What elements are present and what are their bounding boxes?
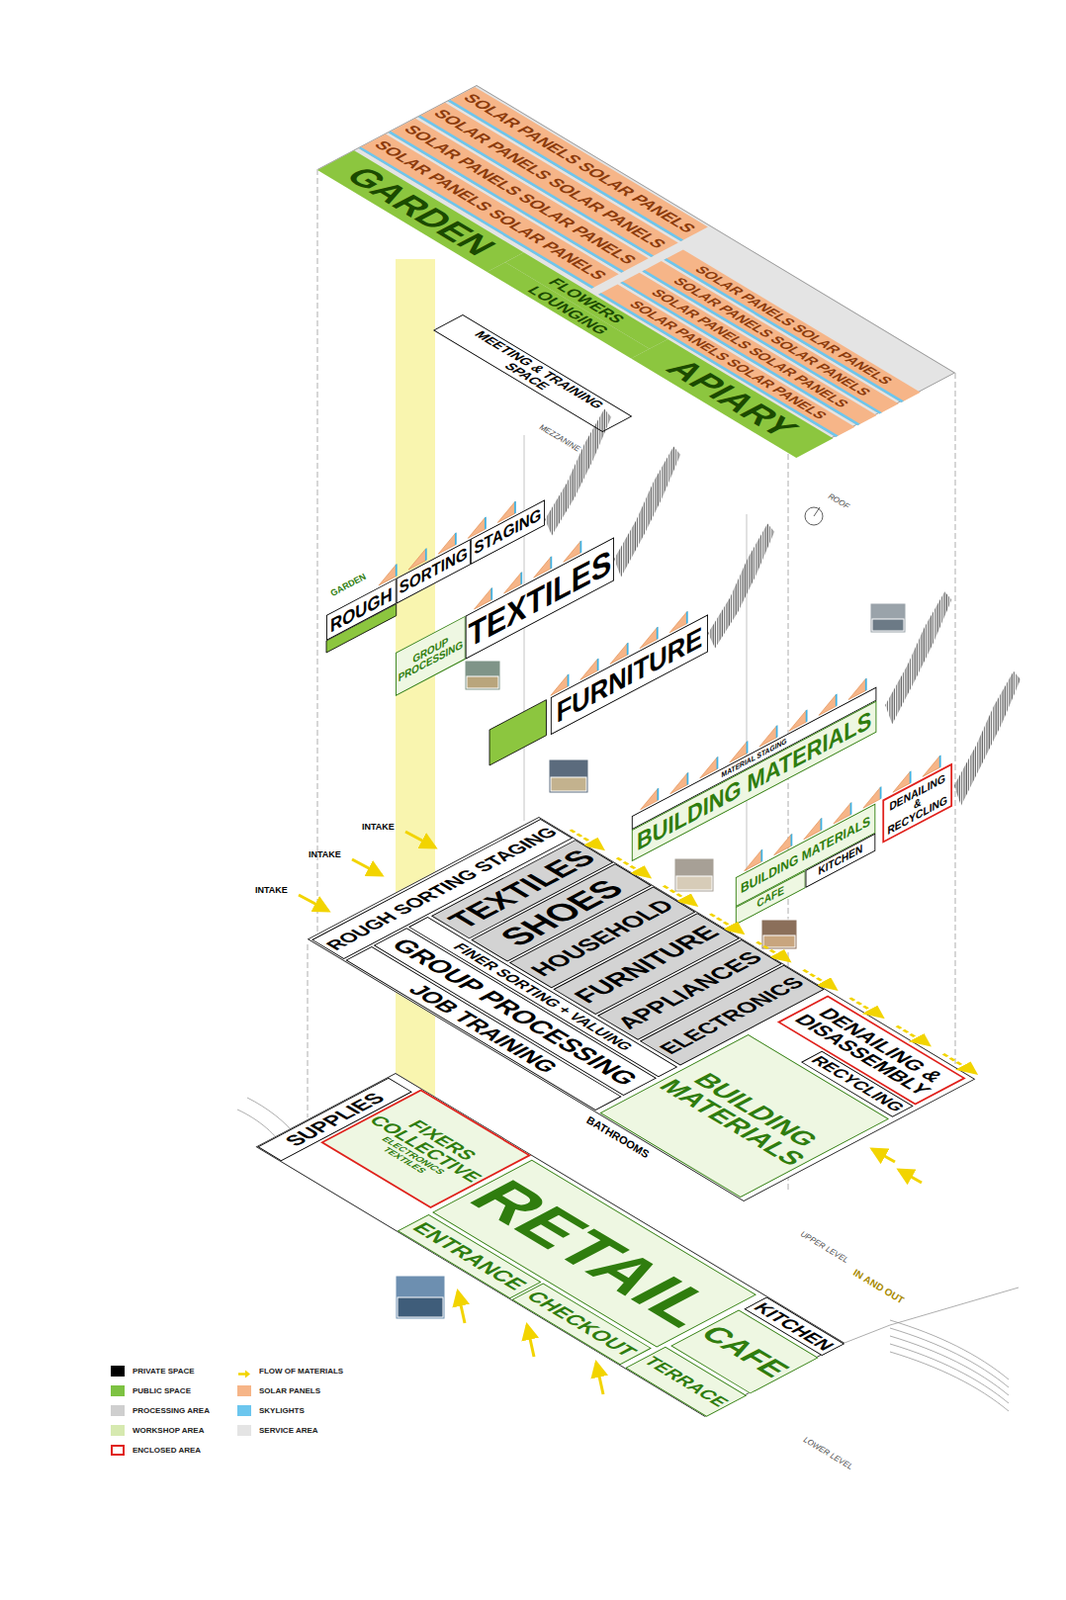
level-label: MEZZANINE [537, 423, 582, 454]
legend-text: SOLAR PANELS [259, 1387, 321, 1396]
zone-label: GARDEN [329, 572, 368, 599]
section-room: MATERIAL STAGING [631, 687, 878, 831]
flow-label: IN AND OUT [851, 1267, 906, 1306]
legend-text: SKYLIGHTS [259, 1407, 305, 1416]
legend-text: PUBLIC SPACE [132, 1387, 191, 1396]
area-label: MATERIAL STAGING [633, 691, 874, 826]
legend-text: WORKSHOP AREA [132, 1426, 204, 1435]
legend-swatch [110, 1424, 125, 1436]
text-holder: FURNITURE [551, 616, 708, 734]
text-holder: MATERIAL STAGING [632, 688, 877, 829]
section-strip: FURNITURE [489, 614, 709, 768]
legend-swatch [237, 1385, 252, 1397]
area-label: FURNITURE [553, 620, 707, 729]
area-label: LOUNGING [490, 264, 646, 356]
area-label: DENAILING & RECYCLING [886, 769, 950, 838]
legend-text: PRIVATE SPACE [132, 1367, 195, 1376]
legend-text: FLOW OF MATERIALS [259, 1367, 344, 1376]
legend-text: PROCESSING AREA [132, 1407, 210, 1416]
legend-swatch [110, 1365, 125, 1377]
flow-label: INTAKE [361, 822, 395, 832]
flow-label: INTAKE [255, 886, 288, 895]
section-room: FURNITURE [550, 614, 709, 735]
legend-swatch [110, 1444, 125, 1456]
level-label: LOWER LEVEL [801, 1435, 855, 1472]
legend-text: ENCLOSED AREA [132, 1446, 201, 1455]
level-label: ROOF [826, 492, 851, 512]
legend-text: SERVICE AREA [259, 1426, 319, 1435]
legend-swatch [110, 1385, 125, 1397]
legend-swatch [237, 1405, 252, 1417]
legend-swatch [237, 1424, 252, 1436]
level-label: UPPER LEVEL [799, 1230, 850, 1265]
text-holder: DENAILING & RECYCLING [884, 765, 951, 840]
legend-swatch [237, 1365, 252, 1377]
section-room: STAGING [470, 499, 545, 565]
legend-swatch [110, 1405, 125, 1417]
area-label: BUILDING MATERIALS [652, 1063, 836, 1170]
flow-label: INTAKE [308, 850, 342, 860]
section-room: DENAILING & RECYCLING [882, 763, 953, 844]
